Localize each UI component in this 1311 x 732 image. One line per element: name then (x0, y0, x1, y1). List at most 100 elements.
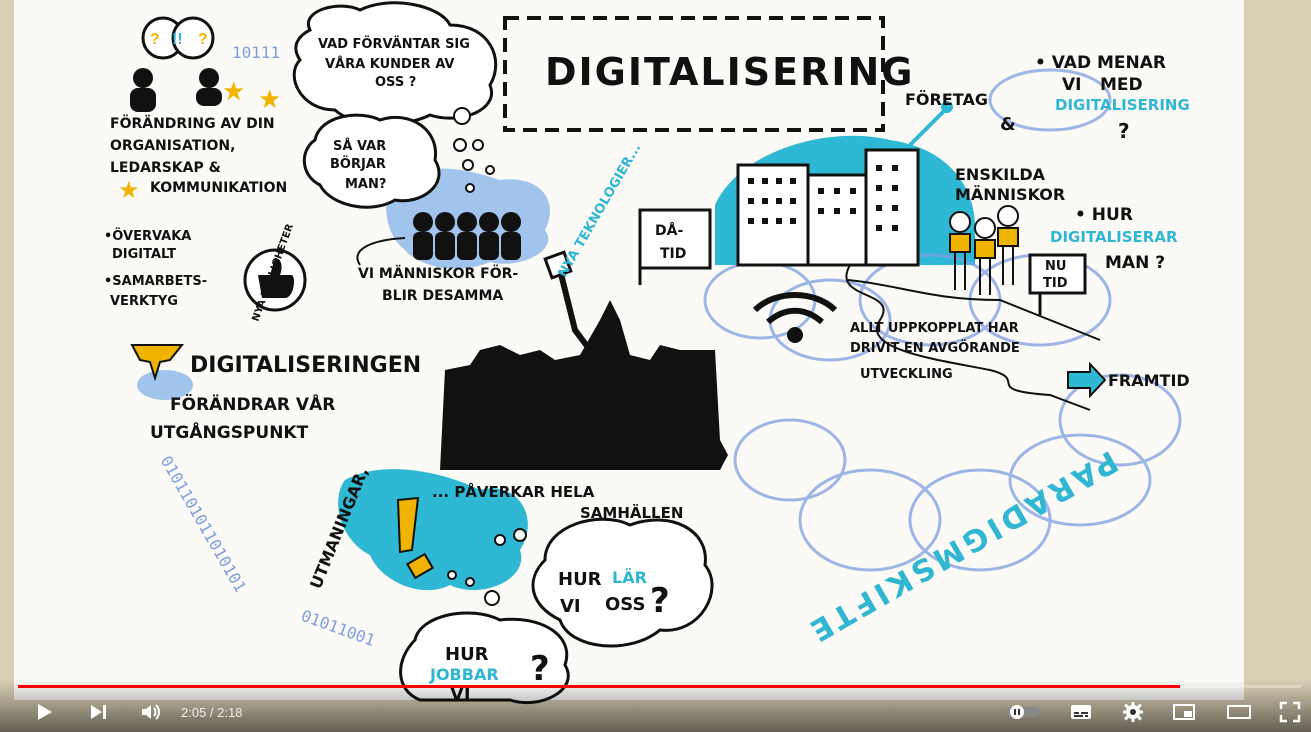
past-sign (638, 208, 712, 285)
monitor-3: •SAMARBETS- (104, 274, 207, 289)
people-arrow (356, 237, 406, 266)
thought-dots (453, 107, 495, 193)
monitor-4: VERKTYG (110, 294, 178, 309)
theater-icon (1227, 705, 1251, 719)
thumbs-up-icon (243, 248, 307, 312)
individuals-2: MÄNNISKOR (955, 185, 1065, 204)
fullscreen-icon (1279, 701, 1301, 723)
changes-start-1: FÖRÄNDRAR VÅR (170, 392, 335, 415)
volume-icon (142, 704, 160, 720)
building-windows (748, 165, 898, 231)
bubble-start (302, 113, 441, 209)
monitor-1: •ÖVERVAKA (104, 228, 191, 244)
change-1: FÖRÄNDRING AV DIN (110, 114, 275, 132)
q-work-1: HUR (445, 644, 489, 665)
bubble-dots (447, 528, 527, 606)
next-icon (91, 705, 106, 719)
changes-start-2: UTGÅNGSPUNKT (150, 420, 309, 443)
progress-bar[interactable] (18, 685, 1301, 688)
change-2: ORGANISATION, (110, 138, 235, 154)
svg-text:!!: !! (172, 31, 183, 48)
future-arrow (1067, 361, 1107, 399)
wifi-icon (752, 292, 838, 343)
bubble-customers (292, 1, 498, 126)
q-learn-2: LÄR (612, 568, 647, 587)
past-2: TID (660, 246, 686, 262)
people-icon-topleft: ? !! ? ★ ★ (130, 16, 281, 114)
q-learn-5: ? (650, 581, 670, 621)
now-sign (1028, 253, 1087, 315)
svg-text:★: ★ (258, 84, 281, 114)
what-mean-5: ? (1118, 119, 1130, 143)
autoplay-toggle-icon (1007, 705, 1039, 719)
volume-button[interactable] (136, 700, 164, 724)
settings-button[interactable] (1119, 700, 1147, 724)
affects-1: ... PÅVERKAR HELA (432, 482, 595, 501)
q-learn-1: HUR (558, 569, 602, 590)
fullscreen-button[interactable] (1276, 700, 1304, 724)
individuals-1: ENSKILDA (955, 165, 1046, 184)
now-1: NU (1045, 259, 1066, 274)
how-digitalize-2: DIGITALISERAR (1050, 228, 1178, 246)
how-digitalize-1: • HUR (1075, 205, 1133, 225)
past-1: DÅ- (655, 222, 683, 239)
connector-line (908, 108, 947, 147)
what-mean-3: MED (1100, 75, 1143, 95)
title-text: DIGITALISERING (545, 50, 914, 94)
miniplayer-button[interactable] (1170, 700, 1198, 724)
q-customers-3: OSS ? (375, 75, 416, 90)
subtitles-icon (1071, 705, 1091, 719)
people-2: BLIR DESAMMA (382, 288, 503, 304)
title-frame (503, 16, 885, 132)
change-3: LEDARSKAP & (110, 160, 221, 176)
next-button[interactable] (84, 700, 112, 724)
connected-1: ALLT UPPKOPPLAT HAR (850, 321, 1019, 336)
future-text: FRAMTID (1108, 371, 1190, 390)
time-display: 2:05 / 2:18 (181, 705, 243, 720)
what-mean-4: DIGITALISERING (1055, 96, 1190, 114)
svg-text:?: ? (198, 31, 208, 48)
now-2: TID (1043, 276, 1068, 291)
q-learn-4: OSS (605, 594, 645, 615)
q-start-3: MAN? (345, 177, 386, 192)
blue-blob-challenges (338, 469, 528, 591)
q-customers-2: VÅRA KUNDER AV (325, 56, 454, 72)
play-icon (38, 704, 52, 720)
binary-top: 10111 (232, 43, 280, 62)
what-mean-2: VI (1062, 75, 1081, 95)
q-work-mark: ? (530, 649, 550, 689)
how-digitalize-3: MAN ? (1105, 253, 1165, 273)
bubble-learn (531, 517, 714, 648)
progress-played (18, 685, 1181, 688)
q-start-1: SÅ VAR (333, 138, 386, 154)
exclamation-icon (396, 496, 420, 554)
digitalization-text: DIGITALISERINGEN (190, 353, 421, 378)
q-learn-3: VI (560, 596, 581, 617)
player-controls: 2:05 / 2:18 (0, 680, 1311, 732)
individuals-icon (949, 205, 1019, 295)
theater-button[interactable] (1224, 700, 1254, 724)
settings-icon (1123, 702, 1143, 722)
crowd-icon (413, 212, 521, 260)
q-work-2: JOBBAR (429, 665, 499, 684)
miniplayer-icon (1173, 704, 1195, 720)
change-4: KOMMUNIKATION (150, 180, 287, 196)
svg-text:?: ? (150, 31, 160, 48)
connected-3: UTVECKLING (860, 367, 953, 382)
q-start-2: BÖRJAR (330, 156, 386, 172)
blue-blob-pin (137, 370, 193, 400)
svg-text:★: ★ (222, 76, 245, 106)
autoplay-toggle[interactable] (1005, 700, 1041, 724)
affects-2: SAMHÄLLEN (580, 503, 683, 522)
subtitles-button[interactable] (1067, 700, 1095, 724)
people-1: VI MÄNNISKOR FÖR- (358, 264, 518, 282)
star-icon: ★ (118, 177, 140, 204)
monitor-2: DIGITALT (112, 247, 176, 262)
companies-text: FÖRETAG (905, 90, 988, 109)
pin-icon (130, 344, 185, 382)
road-line-2 (847, 279, 1101, 341)
what-mean-1: • VAD MENAR (1035, 53, 1166, 73)
play-button[interactable] (30, 700, 58, 724)
